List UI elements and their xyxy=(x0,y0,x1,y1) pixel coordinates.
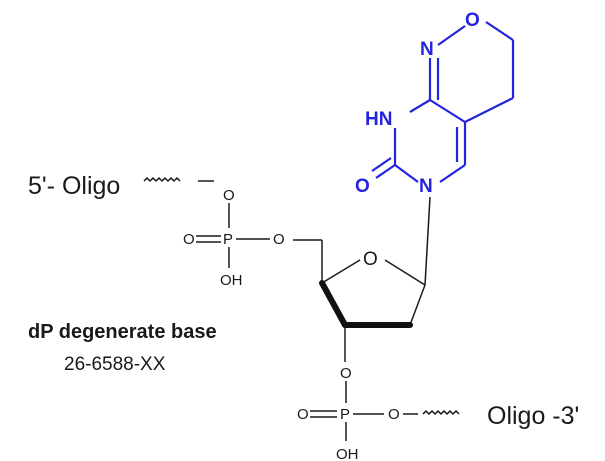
atom-p5-o-right: O xyxy=(273,231,285,248)
atom-p3-o-right: O xyxy=(388,406,400,423)
bond-c5-n xyxy=(439,164,466,183)
atom-p5-oh: OH xyxy=(220,272,243,289)
atom-ring-o: O xyxy=(465,10,480,31)
bond-o-c1 xyxy=(384,259,426,286)
furanose-ring: O xyxy=(293,239,426,362)
bond-nh-c8a xyxy=(409,99,431,113)
phosphate-3prime: O O P O OH xyxy=(297,365,400,461)
atom-p5-o-double: O xyxy=(183,231,195,248)
bond-c3-c4-bold xyxy=(319,280,348,328)
bond-ch2-c4 xyxy=(464,97,514,123)
phosphate-5prime: O O P O OH xyxy=(183,187,285,289)
bond-c4-o xyxy=(321,259,361,284)
glycosidic-bond xyxy=(424,196,431,286)
wavy-bond-3prime xyxy=(422,409,460,416)
label-three-prime: Oligo -3' xyxy=(487,402,579,430)
atom-p3-o-double: O xyxy=(297,406,309,423)
atom-ring-n-top: N xyxy=(420,39,434,60)
label-catalog-number: 26-6588-XX xyxy=(64,354,166,375)
label-base-name: dP degenerate base xyxy=(28,321,217,343)
atom-p3-p: P xyxy=(340,406,350,423)
atom-p5-o-top: O xyxy=(223,187,235,204)
atom-ring-n-bottom: N xyxy=(419,176,433,197)
bond-c2-o xyxy=(375,164,396,179)
atom-p5-p: P xyxy=(223,231,233,248)
atom-nh: HN xyxy=(365,109,392,130)
atom-p3-o-top: O xyxy=(340,365,352,382)
label-five-prime: 5'- Oligo xyxy=(28,172,120,200)
atom-p3-oh: OH xyxy=(336,446,359,461)
atom-carbonyl-o: O xyxy=(355,176,370,197)
bond-n-o xyxy=(437,25,466,46)
bond-c8a-c4a xyxy=(429,99,466,123)
bond-o-ch2 xyxy=(485,21,514,41)
bond-c2-o-double xyxy=(371,157,392,172)
bond-n-c2 xyxy=(394,164,419,183)
bond-c1-c2 xyxy=(409,284,426,326)
atom-furanose-o: O xyxy=(363,249,378,270)
wavy-bond-5prime xyxy=(143,176,181,183)
nucleobase: O N HN O N xyxy=(355,10,515,197)
